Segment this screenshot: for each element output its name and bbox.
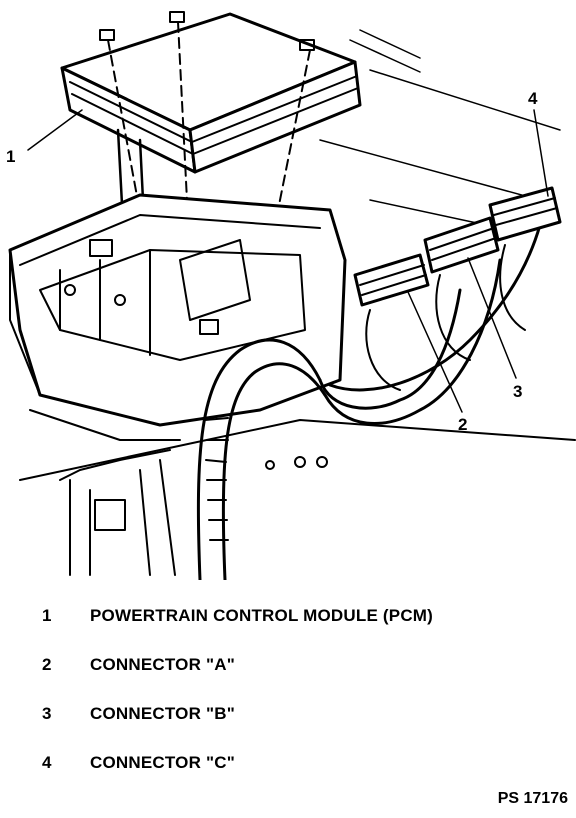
legend-label: CONNECTOR "C" — [90, 753, 235, 772]
wiring-harness — [196, 223, 542, 580]
pcm-connector-illustration: 1 2 3 4 — [6, 11, 576, 580]
callout-3: 3 — [513, 382, 522, 401]
legend-number: 1 — [42, 606, 52, 625]
figure-id: PS 17176 — [497, 790, 568, 807]
callout-leaders — [27, 109, 549, 413]
callout-1: 1 — [6, 147, 15, 166]
legend-number: 4 — [42, 753, 52, 772]
legend-item-1: 1 POWERTRAIN CONTROL MODULE (PCM) — [0, 606, 576, 630]
legend-item-4: 4 CONNECTOR "C" — [0, 753, 576, 777]
legend-label: POWERTRAIN CONTROL MODULE (PCM) — [90, 606, 434, 625]
legend-number: 3 — [42, 704, 52, 723]
legend-item-2: 2 CONNECTOR "A" — [0, 655, 576, 679]
legend-label: CONNECTOR "A" — [90, 655, 235, 674]
legend-item-3: 3 CONNECTOR "B" — [0, 704, 576, 728]
background-lines — [319, 29, 561, 229]
legend-label: CONNECTOR "B" — [90, 704, 235, 723]
connector-b — [423, 216, 500, 361]
callout-4: 4 — [528, 89, 538, 108]
mounting-bracket — [8, 193, 347, 441]
callout-2: 2 — [458, 415, 467, 434]
lower-frame — [19, 419, 576, 576]
connector-a — [353, 253, 430, 391]
connector-c — [488, 186, 562, 331]
legend-number: 2 — [42, 655, 52, 674]
